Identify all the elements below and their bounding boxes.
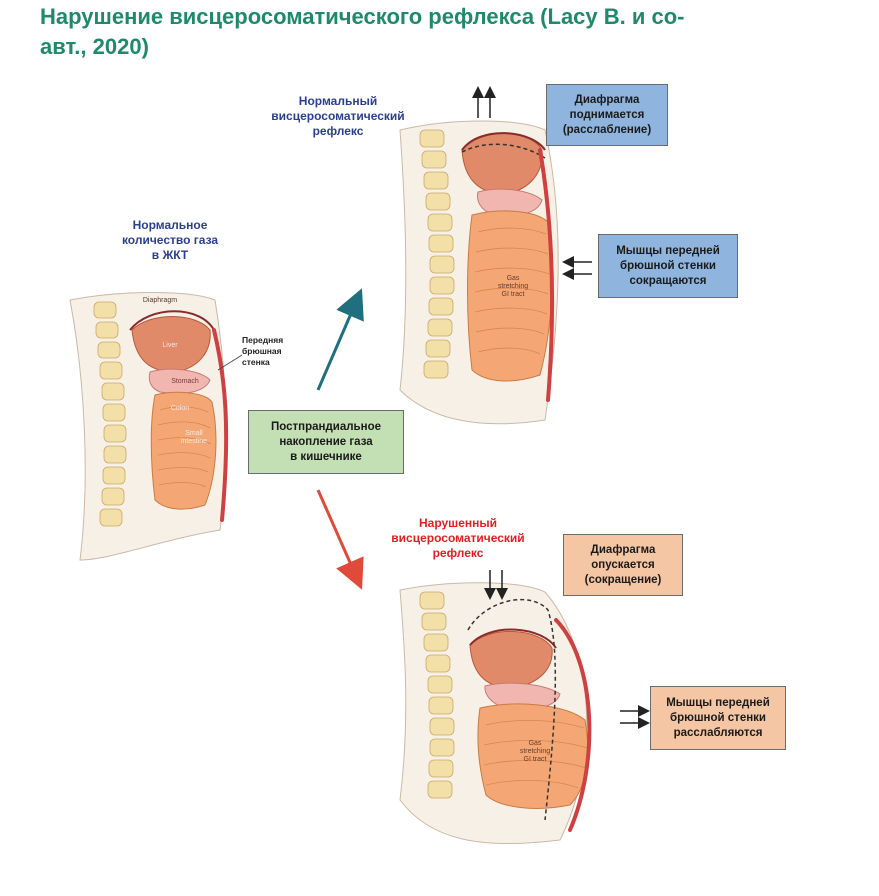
postprandial-box: Постпрандиальное накопление газа в кишеч…	[248, 410, 404, 474]
small-intestine-label-line1: Small	[185, 430, 203, 437]
stomach-label-text: Stomach	[171, 378, 199, 385]
postprandial-line2: накопление газа	[279, 435, 373, 448]
impaired-reflex-line1: Нарушенный	[419, 516, 497, 530]
arrow-to-impaired-reflex	[316, 489, 364, 590]
left-arrow-icon	[562, 256, 592, 280]
gas-bottom-line1: Gas	[528, 740, 542, 747]
title-line-1: Нарушение висцеросоматического рефлекса …	[40, 4, 685, 29]
diaphragm-label: Diaphragm	[130, 297, 190, 305]
muscles-contract-line3: сокращаются	[629, 274, 707, 287]
gas-bottom-line2: stretching	[519, 748, 551, 755]
stomach-label: Stomach	[165, 378, 205, 386]
gas-top-line2: stretching	[497, 283, 529, 290]
normal-reflex-line3: рефлекс	[312, 124, 364, 138]
abdominal-wall-line3: стенка	[242, 357, 270, 367]
diaphragm-label-text: Diaphragm	[142, 297, 178, 304]
colon-label-text: Colon	[170, 405, 190, 412]
down-arrow-icon	[484, 570, 508, 600]
impaired-reflex-line2: висцеросоматический	[391, 531, 525, 545]
normal-reflex-line2: висцеросоматический	[271, 109, 405, 123]
arrow-to-normal-reflex	[316, 288, 364, 391]
gas-bottom-line3: GI tract	[523, 756, 547, 763]
normal-gas-line3: в ЖКТ	[151, 248, 189, 262]
postprandial-line1: Постпрандиальное	[271, 420, 381, 433]
postprandial-line3: в кишечнике	[290, 450, 362, 463]
normal-reflex-label: Нормальный висцеросоматический рефлекс	[258, 94, 418, 139]
gas-top-line1: Gas	[506, 275, 520, 282]
impaired-reflex-line3: рефлекс	[432, 546, 484, 560]
normal-gas-line1: Нормальное	[132, 218, 208, 232]
diaphragm-up-line2: поднимается	[569, 108, 645, 121]
right-arrow-icon	[620, 705, 650, 729]
normal-gas-line2: количество газа	[121, 233, 219, 247]
normal-reflex-line1: Нормальный	[298, 94, 378, 108]
gas-top-line3: GI tract	[501, 291, 525, 298]
colon-label: Colon	[160, 405, 200, 413]
abdominal-wall-line2: брюшная	[242, 346, 282, 356]
muscles-contract-box: Мышцы передней брюшной стенки сокращаютс…	[598, 234, 738, 298]
muscles-relax-line1: Мышцы передней	[666, 696, 770, 709]
title-line-2: авт., 2020)	[40, 34, 149, 59]
muscles-contract-line2: брюшной стенки	[620, 259, 716, 272]
small-intestine-label-line2: intestine	[180, 438, 208, 445]
normal-gas-label: Нормальное количество газа в ЖКТ	[90, 218, 250, 263]
up-arrow-icon	[472, 86, 496, 118]
torso-normal-reflex-illustration	[399, 86, 592, 425]
torso-normal-illustration	[69, 292, 243, 561]
muscles-relax-line3: расслабляются	[673, 726, 763, 739]
diaphragm-up-line3: (расслабление)	[562, 123, 652, 136]
impaired-reflex-label: Нарушенный висцеросоматический рефлекс	[378, 516, 538, 561]
liver-label: Liver	[150, 342, 190, 350]
muscles-relax-box: Мышцы передней брюшной стенки расслабляю…	[650, 686, 786, 750]
liver-label-text: Liver	[162, 342, 178, 349]
diaphragm-down-box: Диафрагма опускается (сокращение)	[563, 534, 683, 596]
diaphragm-down-line1: Диафрагма	[590, 543, 656, 556]
gas-stretching-label-top: Gas stretching GI tract	[488, 275, 538, 299]
gas-stretching-label-bottom: Gas stretching GI tract	[510, 740, 560, 764]
page-title: Нарушение висцеросоматического рефлекса …	[40, 2, 840, 62]
torso-impaired-reflex-illustration	[399, 570, 650, 845]
abdominal-wall-label: Передняя брюшная стенка	[242, 335, 283, 368]
diaphragm-up-line1: Диафрагма	[574, 93, 640, 106]
diaphragm-up-box: Диафрагма поднимается (расслабление)	[546, 84, 668, 146]
diaphragm-down-line2: опускается	[591, 558, 655, 571]
diaphragm-down-line3: (сокращение)	[584, 573, 662, 586]
abdominal-wall-line1: Передняя	[242, 335, 284, 345]
muscles-contract-line1: Мышцы передней	[616, 244, 720, 257]
small-intestine-label: Small intestine	[172, 430, 216, 446]
muscles-relax-line2: брюшной стенки	[670, 711, 766, 724]
